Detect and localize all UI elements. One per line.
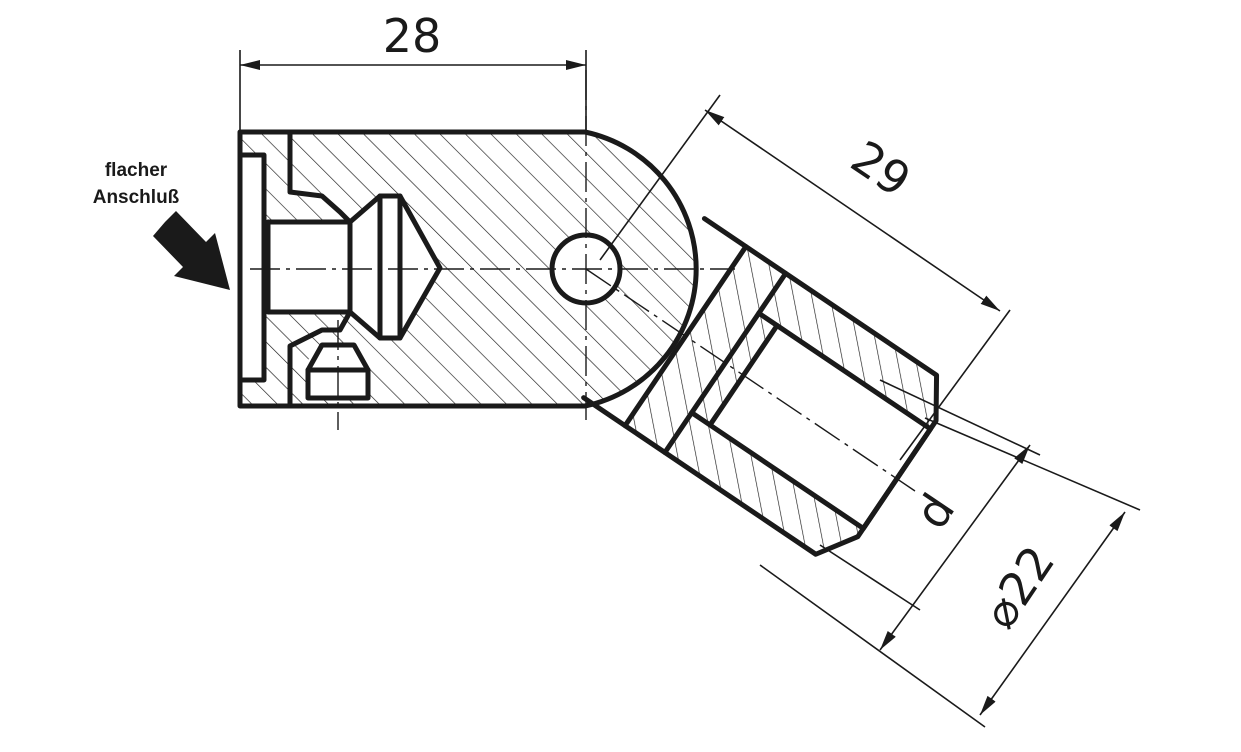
dimension-29-label: 29 (842, 130, 921, 208)
note-arrow-icon (153, 211, 230, 290)
left-body (237, 129, 699, 409)
flat-connection-note: flacher Anschluß (93, 160, 230, 290)
dimension-28: 28 (239, 9, 587, 130)
dimension-d-label: d (904, 484, 965, 538)
note-line-2: Anschluß (93, 187, 180, 208)
dimension-22-label: ⌀22 (972, 536, 1065, 638)
note-line-1: flacher (105, 160, 168, 181)
dimension-28-label: 28 (383, 9, 442, 63)
